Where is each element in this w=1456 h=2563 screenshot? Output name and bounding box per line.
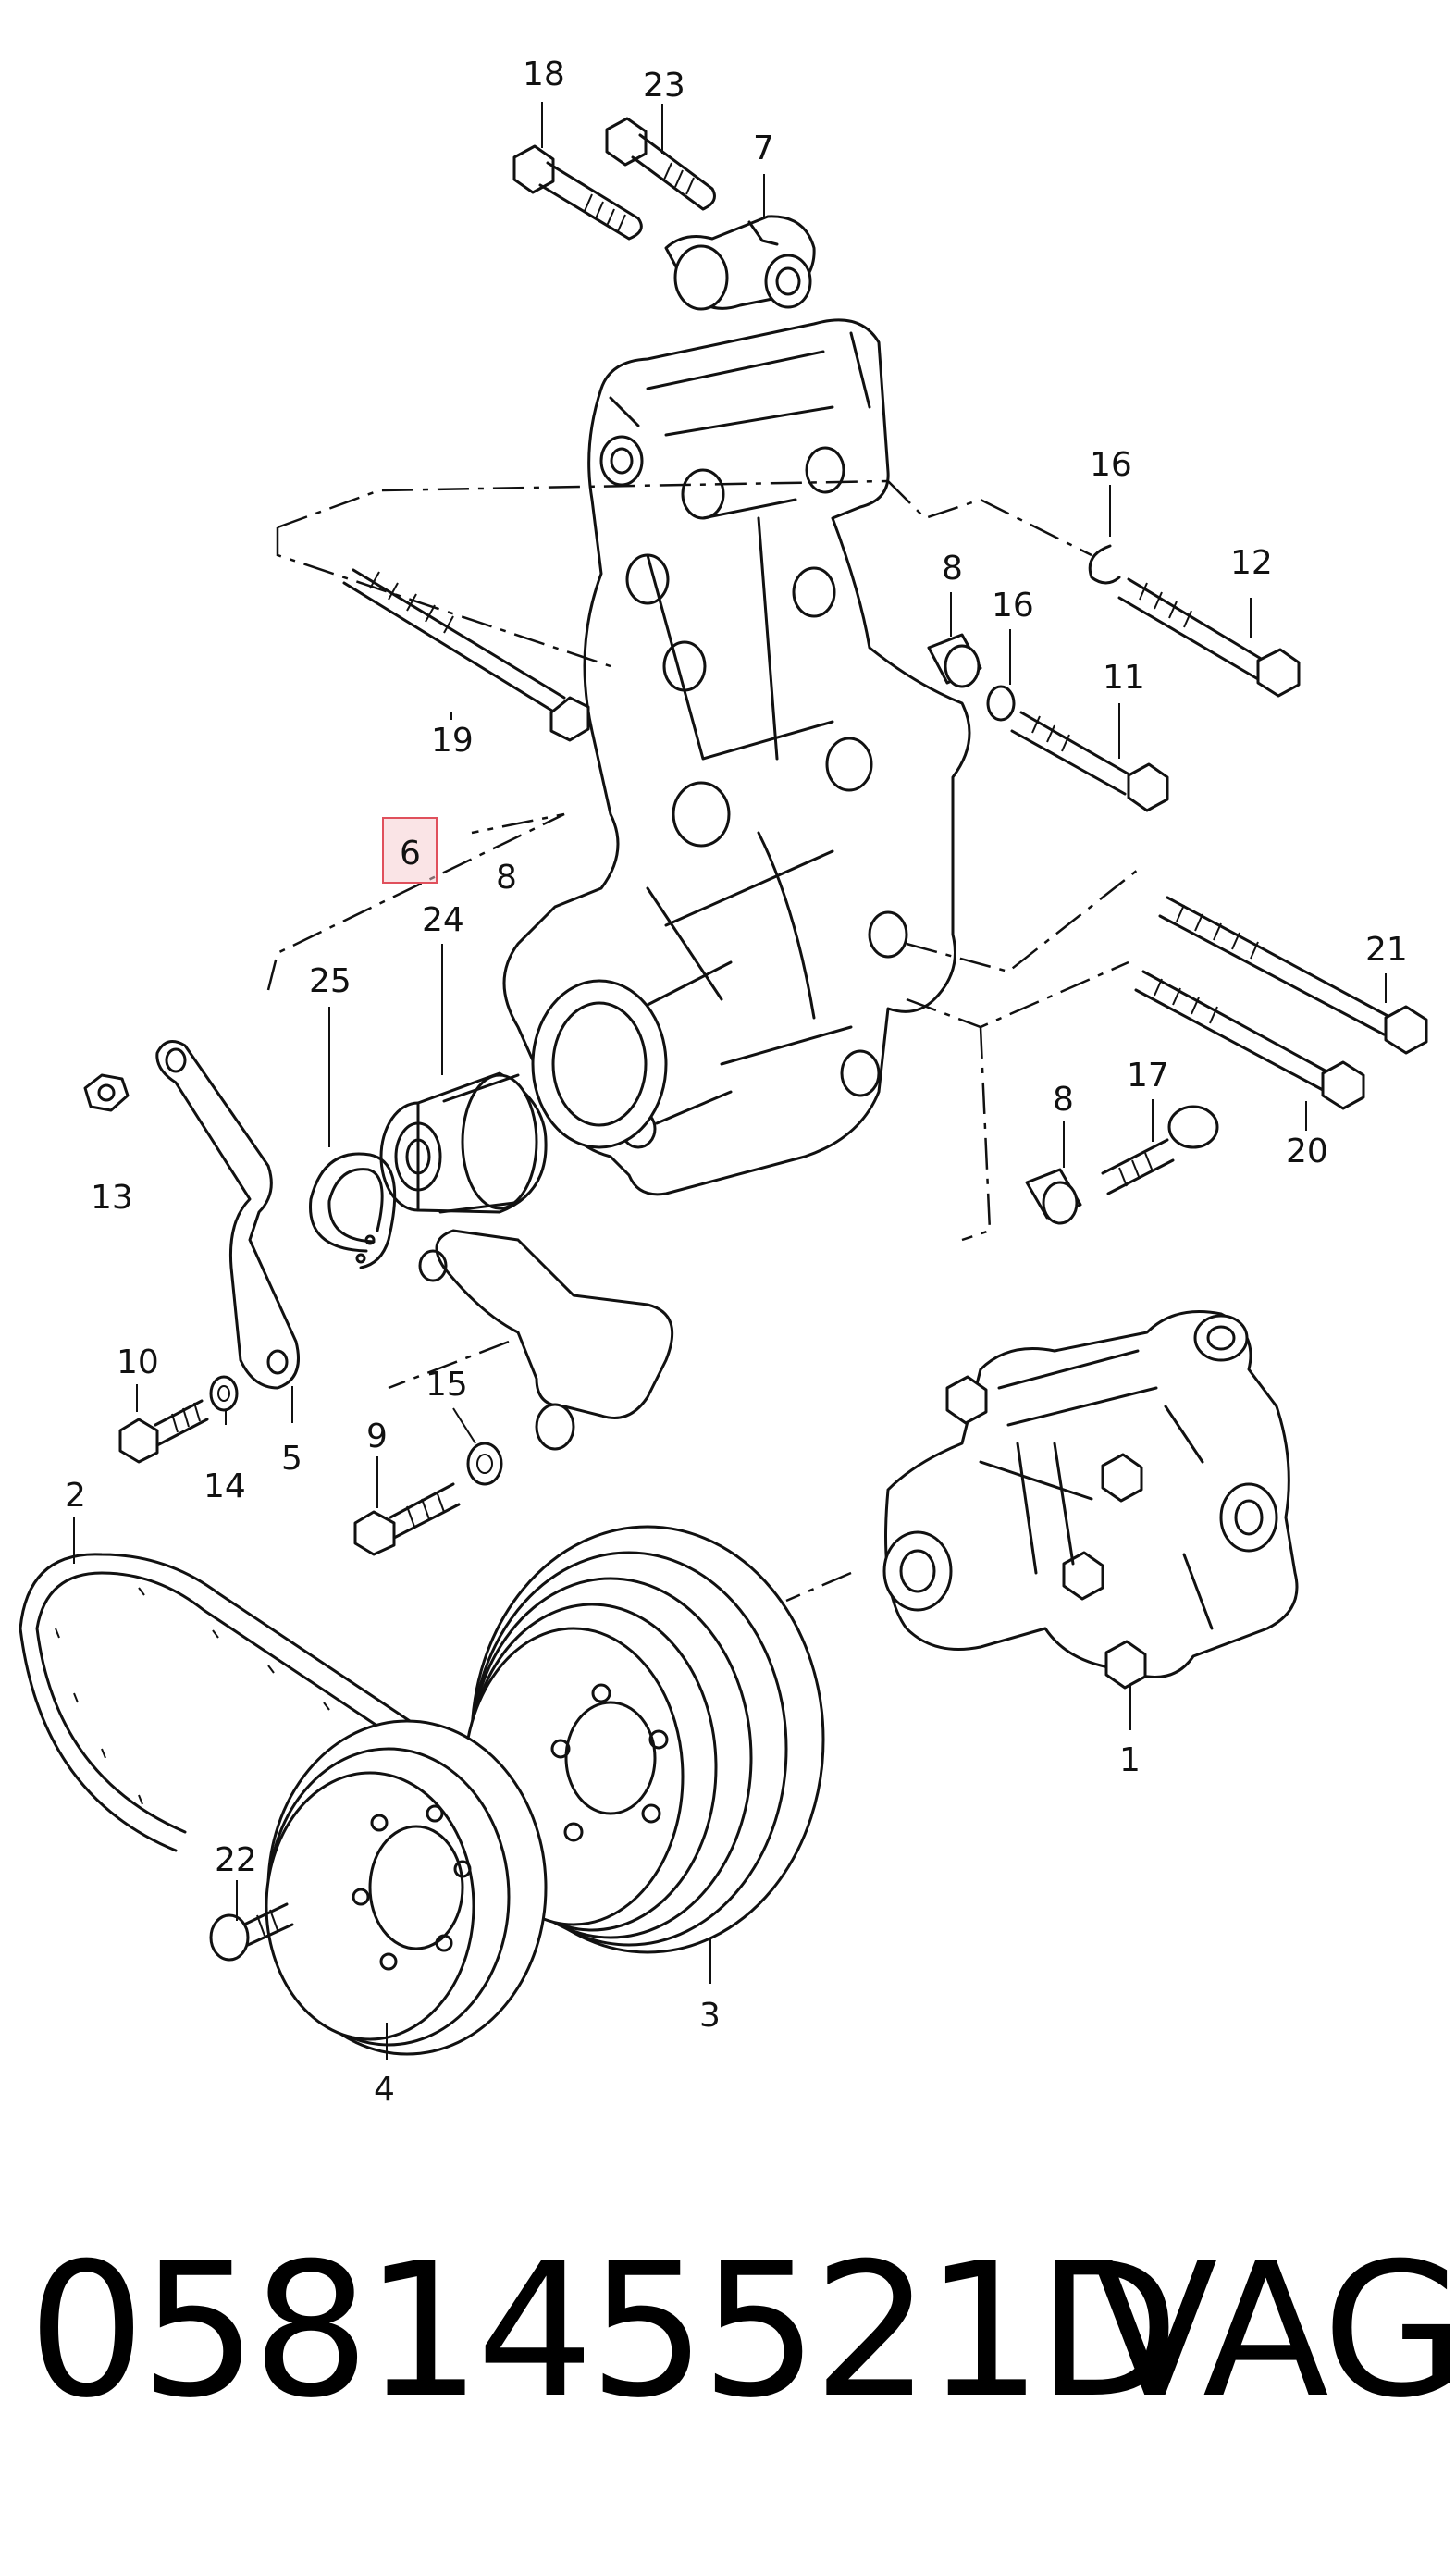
part-number: 058145521D [28,2223,1179,2439]
bolt-22 [209,1902,294,1962]
washer-14 [209,1375,239,1412]
belt-2 [19,1553,414,1852]
callout-16[interactable]: 16 [992,587,1034,625]
spacer-8-bottom [1025,1168,1082,1225]
bearing-24 [379,1071,548,1214]
callout-1[interactable]: 1 [1119,1741,1141,1779]
callout-11[interactable]: 11 [1103,659,1145,697]
spacer-8-top [927,633,982,688]
pulley-4 [265,1719,548,2056]
callout-3[interactable]: 3 [699,1997,721,2035]
bolt-20 [1134,970,1365,1110]
washer-16-top [1088,544,1121,585]
bolt-19 [342,568,590,742]
callout-8[interactable]: 8 [942,550,963,588]
callout-21[interactable]: 21 [1365,931,1408,969]
callout-2[interactable]: 2 [65,1477,86,1515]
callout-14[interactable]: 14 [204,1467,246,1505]
callout-10[interactable]: 10 [117,1343,159,1381]
main-bracket [502,318,971,1196]
bolt-18 [512,144,643,241]
callout-4[interactable]: 4 [374,2071,395,2109]
exploded-parts-diagram: 18 23 7 16 12 8 16 11 19 6 8 24 25 21 13… [19,56,1428,2109]
bracket-lower-arm [418,1229,674,1451]
brand-name: VAG [1092,2223,1456,2439]
bracket-7 [664,215,816,311]
callout-16[interactable]: 16 [1090,446,1132,484]
bolt-12 [1117,577,1301,698]
callout-23[interactable]: 23 [643,67,685,105]
callout-6[interactable]: 6 [400,835,421,873]
leader-lines [73,102,1387,2060]
callout-15[interactable]: 15 [426,1366,468,1404]
bolt-11 [1010,711,1169,812]
callout-20[interactable]: 20 [1286,1133,1328,1170]
strap-5 [155,1040,300,1390]
circlip-25 [309,1152,397,1269]
callout-18[interactable]: 18 [523,56,565,93]
washer-16-mid [986,685,1016,722]
pump-1 [882,1310,1299,1690]
bolt-10 [118,1399,209,1464]
bolt-17 [1101,1105,1219,1195]
callout-19[interactable]: 19 [431,722,474,760]
bolt-23 [605,117,716,211]
callout-24[interactable]: 24 [422,901,464,939]
callout-7[interactable]: 7 [753,130,774,167]
nut-13 [83,1073,130,1112]
callout-8[interactable]: 8 [496,859,517,897]
callout-9[interactable]: 9 [366,1418,388,1455]
bolt-21 [1158,896,1428,1055]
washer-15 [466,1442,503,1486]
footer-caption: 058145521D VAG [0,2239,1456,2480]
callout-17[interactable]: 17 [1127,1057,1169,1095]
callout-5[interactable]: 5 [281,1440,302,1478]
callout-8[interactable]: 8 [1053,1081,1074,1119]
callout-25[interactable]: 25 [309,962,352,1000]
callout-13[interactable]: 13 [91,1179,133,1217]
bolt-9 [353,1482,461,1556]
callout-labels: 18 23 7 16 12 8 16 11 19 6 8 24 25 21 13… [65,56,1408,2109]
highlight-box[interactable] [382,817,438,884]
callout-12[interactable]: 12 [1230,544,1273,582]
callout-22[interactable]: 22 [215,1841,257,1879]
